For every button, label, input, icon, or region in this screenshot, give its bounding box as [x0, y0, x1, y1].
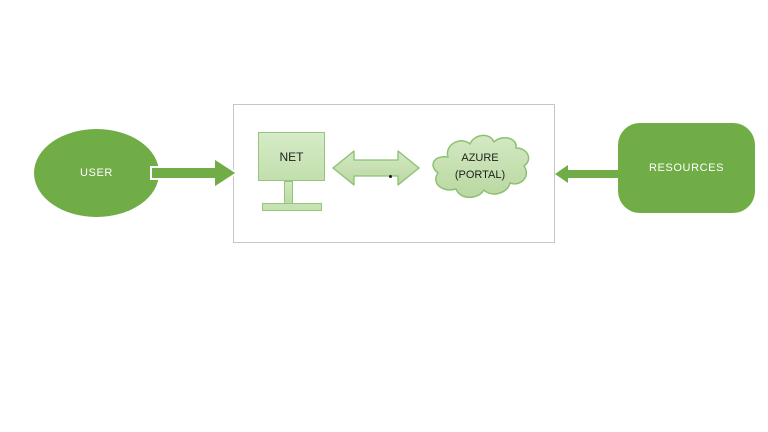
node-resources: RESOURCES	[618, 123, 755, 213]
resources-to-azure-arrow-icon	[555, 165, 619, 183]
azure-cloud-shape	[432, 134, 530, 199]
monitor-screen: NET	[258, 132, 325, 181]
azure-label-line1: AZURE	[461, 152, 499, 164]
speck-artifact	[389, 175, 392, 178]
net-azure-double-arrow-icon	[332, 150, 420, 186]
monitor-base	[262, 203, 322, 211]
user-label: USER	[80, 167, 113, 179]
resources-label: RESOURCES	[648, 162, 725, 174]
net-label: NET	[279, 149, 304, 164]
azure-label: AZURE (PORTAL)	[428, 132, 532, 201]
azure-label-line2: (PORTAL)	[454, 168, 506, 181]
node-user: USER	[34, 129, 159, 217]
monitor-stand	[284, 181, 293, 204]
user-to-net-arrow-icon	[150, 156, 239, 190]
